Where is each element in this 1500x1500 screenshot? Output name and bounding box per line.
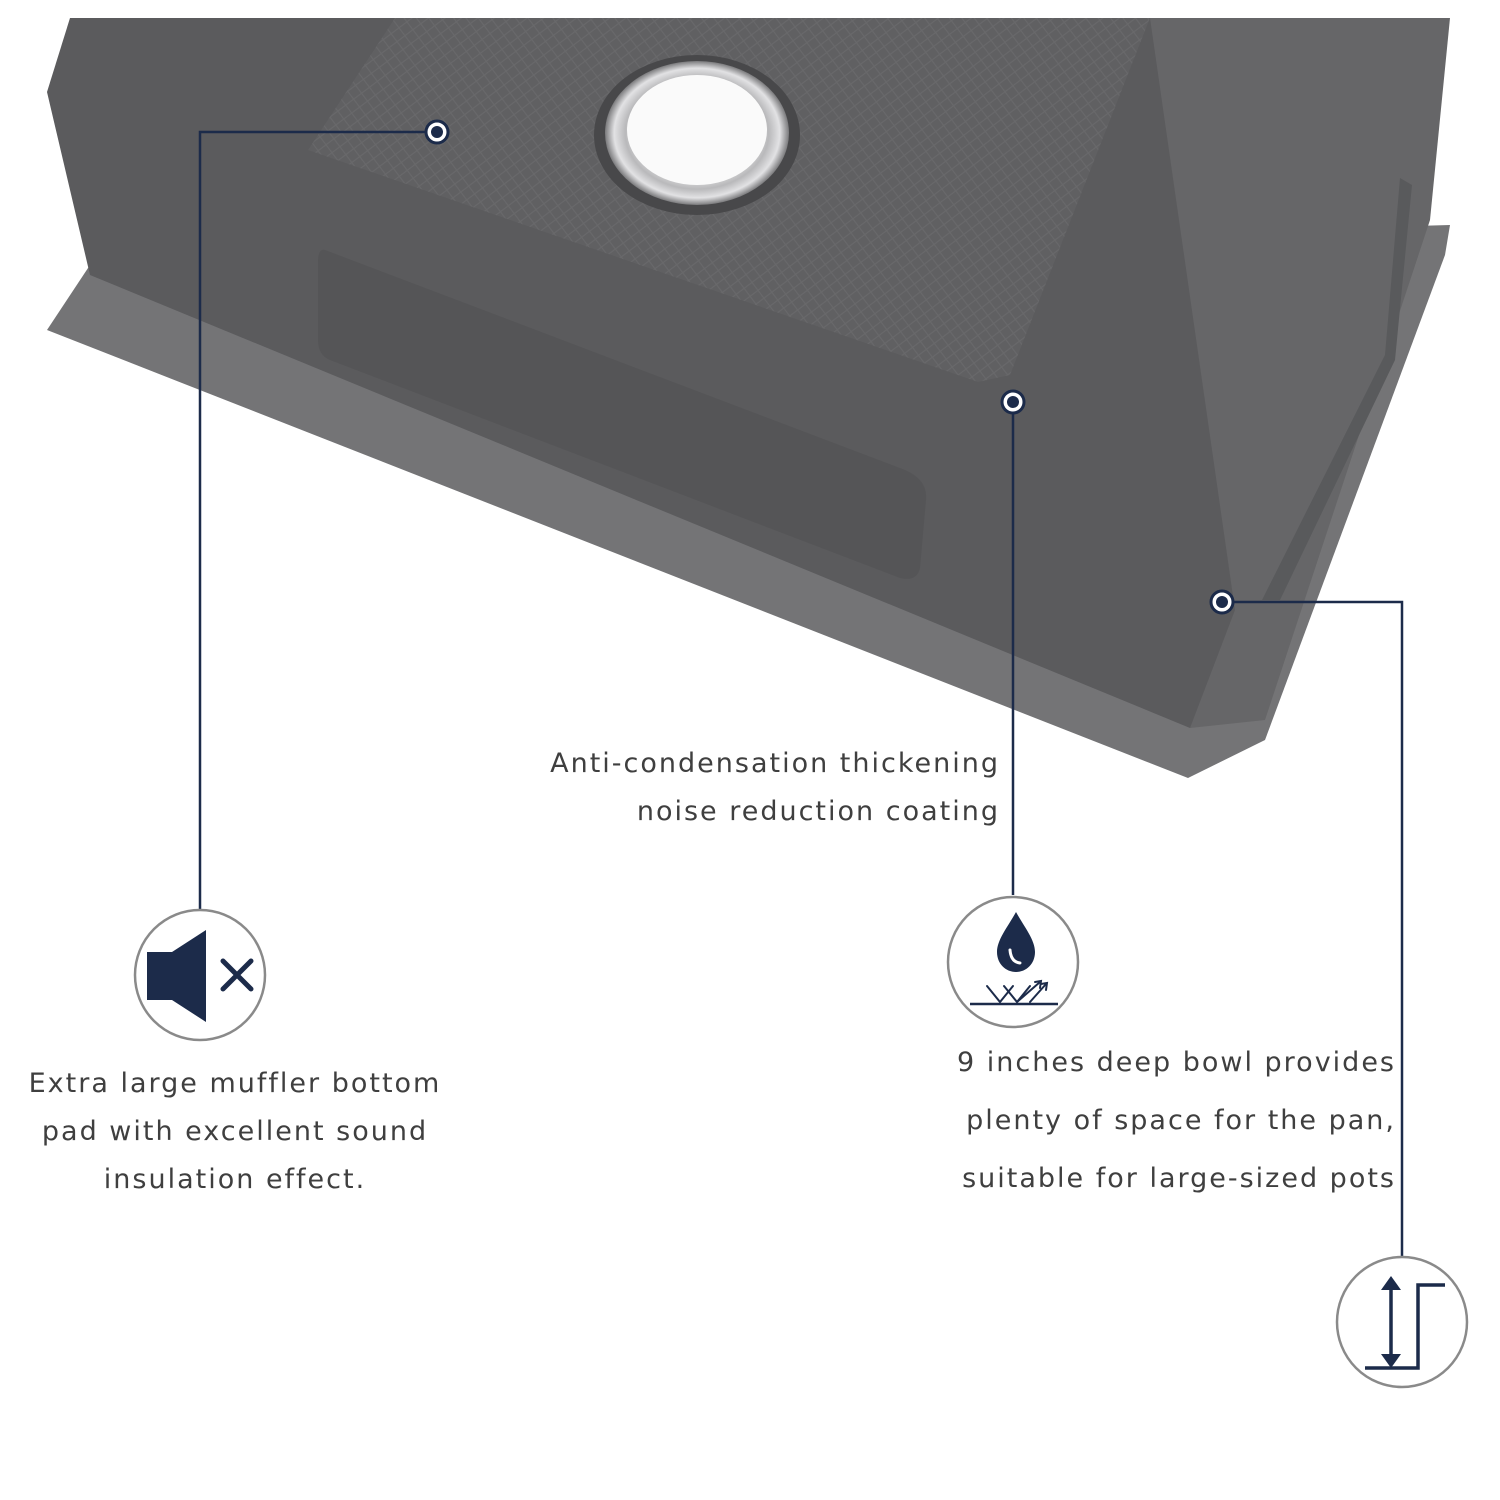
caption-line: noise reduction coating (636, 796, 1000, 827)
callout-dots (424, 119, 1235, 615)
side-edge-trim (1262, 178, 1412, 600)
depth-arrow-icon (1335, 1255, 1469, 1389)
callout-lines (198, 130, 1404, 1258)
callout-line-muffler (198, 130, 437, 910)
caption-line: 9 inches deep bowl provides (957, 1047, 1396, 1078)
caption-line: Anti-condensation thickening (550, 748, 1000, 779)
caption-line: suitable for large-sized pots (962, 1163, 1396, 1194)
caption-line: pad with excellent sound (41, 1116, 429, 1147)
drain-fitting (594, 55, 800, 215)
deep-bowl-caption: 9 inches deep bowl provides plenty of sp… (957, 1049, 1396, 1223)
muffler-pad (318, 249, 927, 579)
coating-caption: Anti-condensation thickening noise reduc… (550, 750, 1000, 846)
callout-line-depth (1222, 600, 1404, 1258)
caption-line: Extra large muffler bottom (28, 1068, 442, 1099)
caption-line: plenty of space for the pan, (966, 1105, 1396, 1136)
speaker-mute-icon (133, 908, 267, 1042)
caption-line: insulation effect. (103, 1164, 367, 1195)
muffler-pad-caption: Extra large muffler bottom pad with exce… (0, 1070, 470, 1214)
water-drop-repel-icon (946, 895, 1080, 1029)
